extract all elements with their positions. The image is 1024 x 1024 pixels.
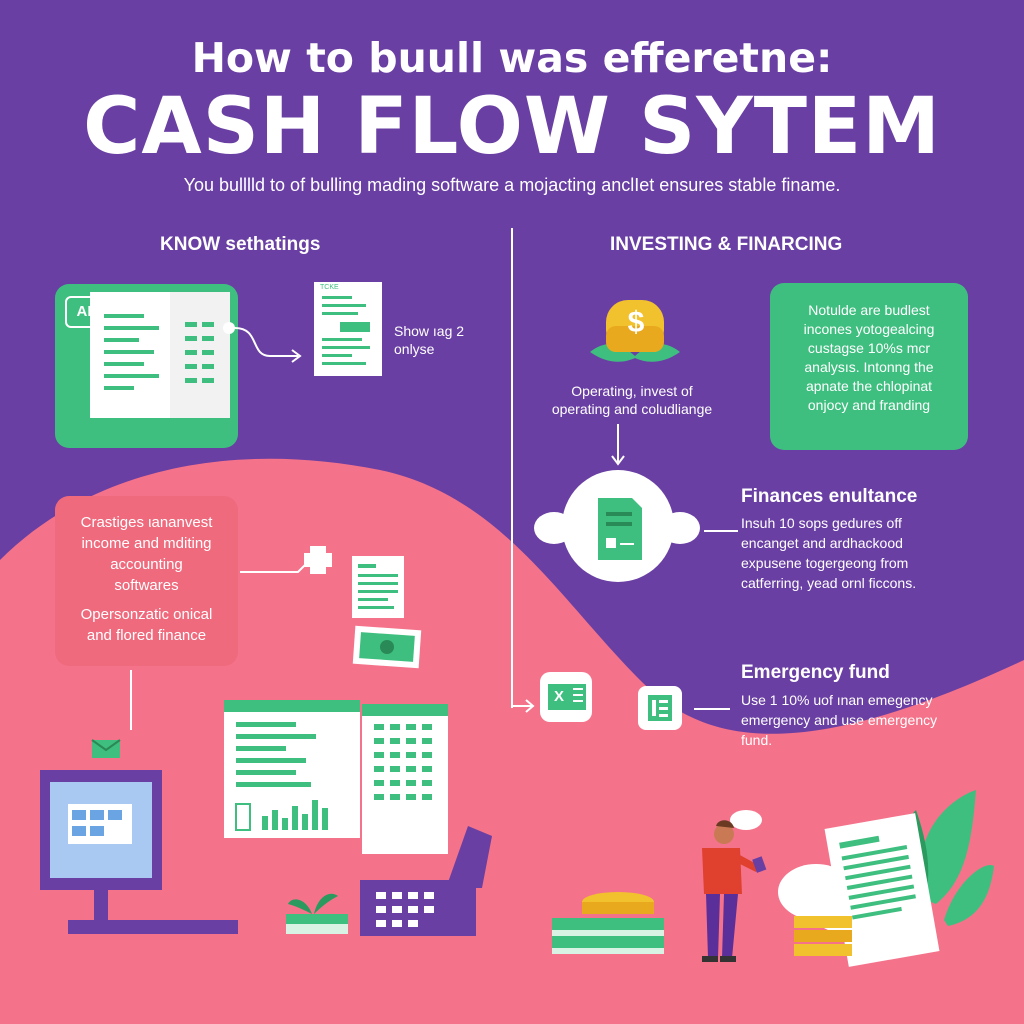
ai-document-card: AI [55, 284, 238, 448]
red-card-line-2: income and mditing [81, 535, 212, 552]
finances-text: Insuh 10 sops gedures off encanget and a… [741, 513, 916, 593]
red-card-line-3: accounting [110, 556, 183, 573]
down-arrow-icon [611, 424, 625, 466]
money-stack-icon [552, 892, 664, 954]
plant-report-icon [778, 790, 994, 967]
finances-line-3: expusene togergeong from [741, 555, 909, 571]
emergency-connector [694, 708, 730, 710]
excel-icon: X [540, 672, 592, 722]
finances-line-1: Insuh 10 sops gedures off [741, 515, 902, 531]
budget-line-2: incones yotogealcing [803, 321, 935, 337]
caption-line-1: Show ıag 2 [394, 323, 465, 339]
operating-line-2: operating and coludliange [551, 401, 713, 417]
small-spreadsheet-icon [352, 556, 404, 618]
budget-card-text: Notulde are budlest incones yotogealcing… [770, 301, 968, 415]
emergency-line-2: emergency and use emergency [741, 712, 938, 728]
connector-envelope-icon [91, 670, 132, 758]
emergency-line-1: Use 1 10% uof ınan emegency [741, 692, 933, 708]
emergency-line-3: fund. [741, 732, 773, 748]
emergency-title: Emergency fund [741, 662, 890, 683]
title-line-2: CASH FLOW SYTEM [83, 82, 941, 172]
budget-line-4: analysıs. Intonng the [804, 359, 934, 375]
doc-header: TCKE [320, 284, 339, 291]
spreadsheet-icon [224, 700, 448, 854]
subtitle: You bulllld to of bulling mading softwar… [183, 175, 841, 195]
calculator-icon [360, 826, 492, 936]
red-card-line-1: Crastiges ιananvest [80, 514, 213, 531]
pink-wave-shape [0, 458, 1024, 1024]
red-card-line-6: and flored finance [86, 627, 207, 644]
caption-line-2: onlyse [394, 341, 435, 357]
red-card-text: Crastiges ιananvest income and mditing a… [55, 512, 238, 646]
person-icon [702, 810, 767, 962]
money-plant-icon [286, 893, 348, 934]
finances-title: Finances enultance [741, 486, 918, 507]
plus-connector-icon [240, 546, 332, 574]
spreadsheet-document-icon [90, 292, 230, 418]
budget-line-1: Notulde are budlest [808, 302, 930, 318]
budget-line-6: onjocy and franding [807, 397, 931, 413]
curved-arrow-icon [223, 322, 302, 363]
show-caption: Show ıag 2 onlyse [394, 322, 464, 358]
dollar-symbol: $ [627, 306, 645, 339]
dollar-coin-icon [590, 300, 680, 362]
budget-line-3: custagse 10%s mcr [807, 340, 931, 356]
excel-letter: X [548, 684, 570, 710]
operating-line-1: Operating, invest of [571, 383, 693, 399]
operating-text: Operating, invest of operating and colud… [532, 382, 732, 418]
finances-line-4: catferring, yead ornl ficcons. [741, 575, 917, 591]
cloud-document-icon [534, 470, 700, 582]
report-document-icon: TCKE [314, 282, 382, 376]
budget-info-card: Notulde are budlest incones yotogealcing… [770, 283, 968, 450]
emergency-text: Use 1 10% uof ınan emegency emergency an… [741, 690, 937, 750]
computer-icon [40, 770, 238, 934]
right-section-heading: INVESTING & FINARCING [610, 234, 843, 255]
title-line-1: How to buull was efferetne: [191, 34, 833, 82]
finances-connector [704, 530, 738, 532]
accounting-software-card: Crastiges ιananvest income and mditing a… [55, 496, 238, 666]
finances-line-2: encanget and ardhackood [741, 535, 903, 551]
red-card-line-5: Opersonzatic onical [80, 606, 213, 623]
red-card-line-4: softwares [114, 577, 179, 594]
divider-arrow-icon [512, 699, 535, 713]
cash-bill-icon [352, 625, 422, 669]
budget-line-5: apnate the chlopinat [805, 378, 933, 394]
left-section-heading: KNOW sethatings [160, 234, 321, 255]
excel-small-icon [638, 686, 682, 730]
